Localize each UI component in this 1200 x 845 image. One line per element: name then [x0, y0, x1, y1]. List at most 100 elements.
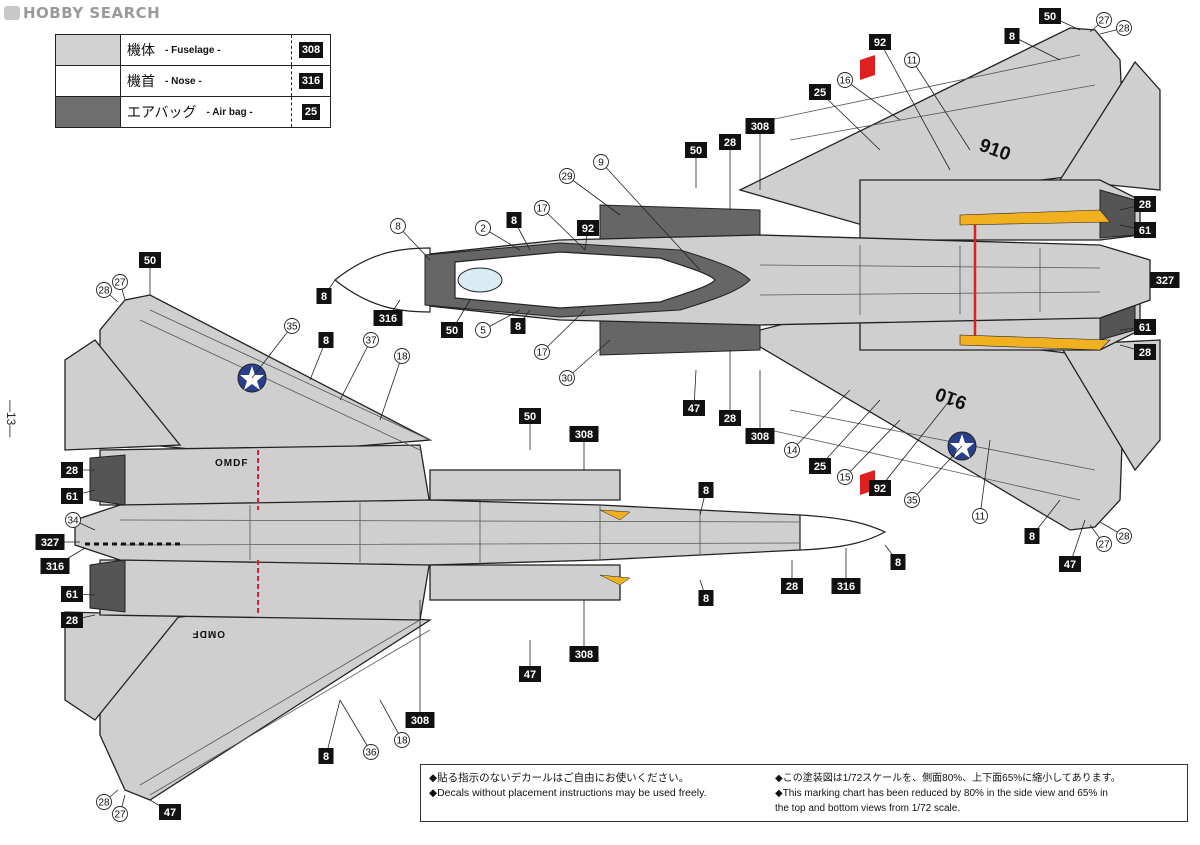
callout-308: 308: [745, 118, 775, 190]
callout-label: 92: [874, 483, 886, 495]
callout-27: 27: [112, 794, 128, 822]
callout-17: 17: [534, 309, 586, 360]
callout-label: 92: [582, 223, 594, 235]
callout-label: 14: [786, 446, 798, 457]
callout-label: 308: [411, 715, 429, 727]
callout-47: 47: [519, 640, 541, 682]
callout-box: [519, 408, 541, 424]
top-stabilizer-upper: [1058, 60, 1161, 191]
note-left-en: ◆Decals without placement instructions m…: [429, 787, 707, 799]
leader-line: [541, 207, 586, 251]
callout-label: 36: [365, 748, 377, 759]
callout-50: 50: [685, 142, 707, 188]
leader-line: [819, 91, 881, 151]
callout-label: 25: [814, 87, 826, 99]
callout-box: [831, 578, 861, 594]
note-right-jp: ◆この塗装図は1/72スケールを、側面80%、上下面65%に縮小してあります。: [775, 773, 1121, 784]
page-number: —13—: [4, 400, 18, 438]
callout-label: 327: [41, 537, 59, 549]
callout-28: 28: [781, 560, 803, 594]
leader-line: [379, 355, 403, 421]
callout-label: 8: [323, 751, 329, 763]
callout-label: 11: [975, 512, 986, 523]
callout-8: 8: [1004, 28, 1061, 61]
callout-8: 8: [316, 279, 336, 304]
callout-circle: [363, 332, 379, 348]
bottom-nacelle-lower: [99, 559, 431, 621]
callout-61: 61: [61, 488, 96, 504]
callout-circle: [1116, 20, 1132, 36]
bottom-nacelle-upper: [99, 444, 431, 506]
callout-11: 11: [904, 52, 971, 151]
callout-box: [506, 212, 522, 228]
callout-circle: [534, 344, 550, 360]
callout-circle: [363, 744, 379, 760]
leader-line: [911, 59, 971, 151]
callout-circle: [475, 322, 491, 338]
callout-circle: [65, 512, 81, 528]
callout-label: 8: [323, 335, 329, 347]
callout-34: 34: [65, 512, 96, 531]
callout-316: 316: [831, 548, 861, 594]
callout-label: 28: [98, 798, 110, 809]
top-view-aircraft: 910 910: [334, 27, 1161, 531]
leader-line: [600, 161, 701, 271]
callout-308: 308: [745, 370, 775, 444]
ventral-code-lower: OMDF: [192, 628, 225, 639]
callout-5: 5: [475, 309, 521, 338]
callout-label: 61: [1139, 322, 1151, 334]
callout-label: 28: [1118, 24, 1130, 35]
legend-row-fuselage: 機体- Fuselage - 308: [56, 35, 330, 66]
callout-label: 27: [1098, 16, 1110, 27]
leader-line: [911, 445, 963, 501]
callout-box: [61, 612, 83, 628]
callout-label: 11: [907, 56, 918, 67]
callout-35: 35: [904, 445, 963, 508]
bottom-view-aircraft: OMDF OMDF: [64, 294, 887, 801]
callout-circle: [534, 200, 550, 216]
callout-8: 8: [318, 699, 341, 764]
leader-line: [541, 309, 586, 353]
legend-swatch: [56, 66, 121, 96]
callout-28: 28: [1099, 521, 1132, 544]
callout-label: 8: [703, 485, 709, 497]
legend-jp: エアバッグ: [127, 104, 197, 120]
callout-box: [373, 310, 403, 326]
callout-box: [1134, 344, 1156, 360]
callout-box: [683, 400, 705, 416]
leader-line: [844, 419, 901, 478]
callout-box: [1039, 8, 1061, 24]
leader-line: [791, 389, 851, 451]
callout-box: [61, 462, 83, 478]
top-exhaust-flash-lower: [959, 334, 1111, 351]
callout-label: 47: [164, 807, 176, 819]
top-panel-lines: [759, 245, 1101, 315]
callout-316: 316: [40, 547, 86, 574]
callout-box: [719, 410, 741, 426]
callout-61: 61: [1119, 319, 1156, 335]
callout-50: 50: [139, 252, 161, 295]
leader-line: [566, 339, 611, 379]
callout-50: 50: [441, 299, 471, 338]
bottom-fuselage: [74, 499, 821, 566]
legend-code: 308: [298, 42, 324, 58]
callout-box: [139, 252, 161, 268]
bottom-glove-lower: [429, 564, 621, 601]
callout-label: 50: [144, 255, 156, 267]
callout-box: [35, 534, 65, 550]
callout-circle: [112, 806, 128, 822]
bottom-glove-upper: [429, 469, 621, 501]
callout-box: [441, 322, 463, 338]
callout-50: 50: [519, 408, 541, 450]
callout-47: 47: [683, 369, 705, 416]
callout-8: 8: [698, 579, 714, 606]
callout-label: 316: [46, 561, 64, 573]
note-right-en2: the top and bottom views from 1/72 scale…: [775, 803, 961, 814]
callout-circle: [475, 220, 491, 236]
leader-line: [339, 339, 372, 401]
callout-box: [890, 554, 906, 570]
callout-28: 28: [719, 134, 741, 210]
callout-18: 18: [379, 348, 410, 421]
